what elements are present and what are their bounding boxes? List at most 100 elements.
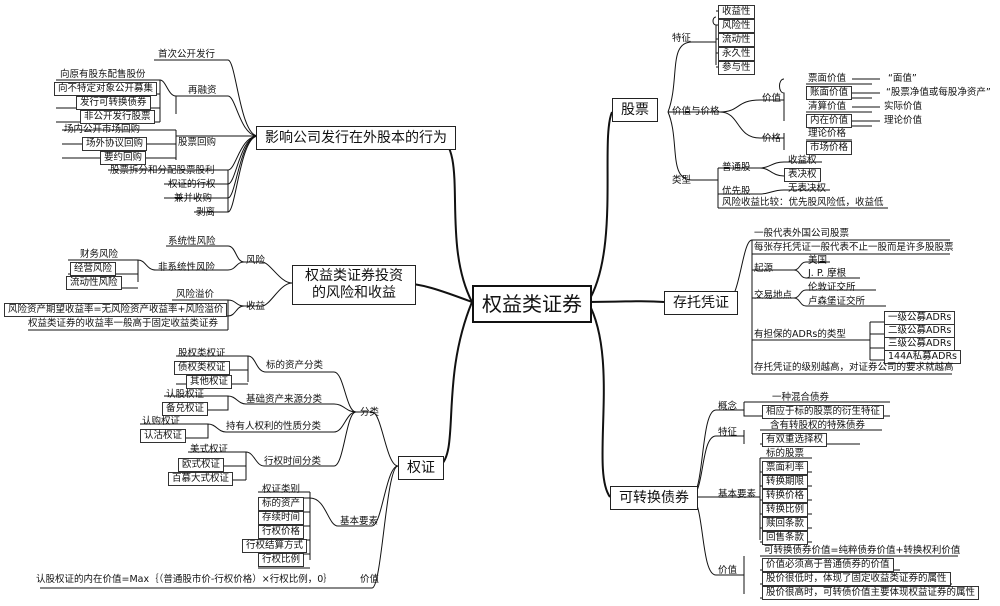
risk-nonsys-item: 财务风险 [80,249,119,260]
stock-price-label: 价格 [762,133,782,144]
stock-value-item: 内在价值 [806,114,853,128]
adr-line: 每张存托凭证一般代表不止一股而是许多股股票 [754,242,954,253]
cb-concept-item: 相应于标的股票的衍生特征 [762,405,885,419]
issuance-refinance-item: 向不特定对象公开募集 [54,82,158,96]
warrant-by-asset: 标的资产分类 [266,360,324,371]
issuance-other-item: 权证的行权 [168,179,216,190]
issuance-other-item: 兼并收购 [174,193,213,204]
cb-element-item: 赎回条款 [762,517,809,531]
risk-return-label: 收益 [246,301,266,312]
stock-type-label: 类型 [672,175,692,186]
adr-exchange-label: 交易地点 [754,290,793,301]
stock-common-item: 表决权 [784,168,821,182]
warrant-source-item: 认股权证 [166,389,205,400]
topic-adr: 存托凭证 [664,291,738,315]
issuance-ipo: 首次公开发行 [158,49,216,60]
warrant-element-item: 行权结算方式 [242,539,308,553]
warrant-time-item: 百慕大式权证 [168,472,234,486]
warrant-time-item: 美式权证 [190,444,229,455]
cb-value-label: 价值 [718,565,738,576]
stock-value-note: 理论价值 [884,115,923,126]
stock-preferred-label: 优先股 [722,186,751,197]
topic-convertible-bond: 可转换债券 [610,486,698,510]
warrant-holder-item: 认购权证 [142,416,181,427]
warrant-by-source: 基础资产来源分类 [246,394,323,405]
issuance-refinance-item: 非公开发行股票 [80,110,155,124]
warrant-element-item: 行权价格 [258,525,305,539]
issuance-buyback-label: 股票回购 [178,137,217,148]
issuance-refinance-item: 发行可转换债券 [76,96,151,110]
cb-element-item: 转换比例 [762,503,809,517]
cb-concept-item: 一种混合债券 [772,392,830,403]
issuance-refinance-label: 再融资 [188,85,217,96]
issuance-buyback-item: 场外协议回购 [82,137,148,151]
stock-feature-label: 特征 [672,33,692,44]
warrant-asset-item: 股权类权证 [178,348,226,359]
stock-feature-item: 流动性 [718,33,755,47]
topic-risk-return: 权益类证券投资的风险和收益 [292,265,416,305]
adr-origin-label: 起源 [754,263,774,274]
adr-type-item: 144A私募ADRs [884,350,961,364]
issuance-other-item: 剥离 [196,207,216,218]
cb-element-item: 回售条款 [762,531,809,545]
risk-risk-label: 风险 [246,255,266,266]
risk-statement: 权益类证券的收益率一般高于固定收益类证券 [28,318,219,329]
stock-value-label: 价值 [762,93,782,104]
stock-common-label: 普通股 [722,162,751,173]
warrant-element-item: 权证类别 [262,484,301,495]
warrant-element-item: 行权比例 [258,553,305,567]
risk-nonsystematic: 非系统性风险 [158,262,216,273]
cb-element-item: 转换价格 [762,489,809,503]
adr-type-item: 二级公募ADRs [884,324,956,338]
topic-stock: 股票 [612,98,658,122]
cb-element-item: 标的股票 [766,448,805,459]
adr-exchange-item: 伦敦证交所 [808,282,856,293]
issuance-buyback-item: 场内公开市场回购 [64,124,141,135]
issuance-buyback-item: 要约回购 [100,151,147,165]
stock-value-note: “股票净值或每股净资产” [886,87,991,98]
stock-value-note: “面值” [888,73,917,84]
warrant-by-holder: 持有人权利的性质分类 [226,421,322,432]
warrant-element-item: 标的资产 [258,497,305,511]
adr-type-item: 一级公募ADRs [884,311,956,325]
adr-origin-item: J. P. 摩根 [808,268,847,279]
adr-types-label: 有担保的ADRs的类型 [754,329,846,340]
stock-price-item: 市场价格 [806,141,853,155]
stock-risk-compare: 风险收益比较：优先股风险低，收益低 [722,197,884,208]
central-topic: 权益类证券 [472,285,592,323]
stock-value-item: 账面价值 [806,86,853,100]
stock-price-item: 理论价格 [808,128,847,139]
topic-warrant: 权证 [398,456,444,480]
cb-feature-label: 特征 [718,427,738,438]
issuance-refinance-item: 向原有股东配售股份 [60,69,146,80]
cb-elements-label: 基本要素 [718,489,757,500]
cb-element-item: 票面利率 [762,461,809,475]
cb-concept-label: 概念 [718,401,738,412]
risk-nonsys-item: 流动性风险 [66,276,122,290]
stock-common-item: 收益权 [788,155,817,166]
adr-last: 存托凭证的级别越高，对证券公司的要求就越高 [754,362,954,373]
stock-feature-item: 永久性 [718,47,755,61]
risk-formula: 风险资产期望收益率=无风险资产收益率+风险溢价 [4,303,228,317]
stock-feature-item: 参与性 [718,61,755,75]
warrant-source-item: 备兑权证 [162,402,209,416]
stock-value-item: 票面价值 [808,73,847,84]
stock-value-item: 清算价值 [808,101,847,112]
topic-issuance-behaviors: 影响公司发行在外股本的行为 [256,126,456,150]
cb-value-item: 价值必须高于普通债券的价值 [762,558,894,572]
adr-origin-item: 美国 [808,255,828,266]
stock-feature-item: 风险性 [718,19,755,33]
cb-feature-item: 有双重选择权 [762,433,828,447]
stock-value-price-label: 价值与价格 [672,106,720,117]
risk-systematic: 系统性风险 [168,236,216,247]
warrant-classify-label: 分类 [360,407,380,418]
warrant-element-item: 存续时间 [258,511,305,525]
adr-line: 一般代表外国公司股票 [754,228,850,239]
warrant-value-label: 价值 [360,574,380,585]
risk-premium: 风险溢价 [176,289,215,300]
adr-exchange-item: 卢森堡证交所 [808,296,866,307]
cb-value-item: 可转换债券价值=纯粹债券价值+转换权利价值 [764,545,961,556]
stock-feature-item: 收益性 [718,5,755,19]
warrant-holder-item: 认沽权证 [140,429,187,443]
adr-type-item: 三级公募ADRs [884,337,956,351]
